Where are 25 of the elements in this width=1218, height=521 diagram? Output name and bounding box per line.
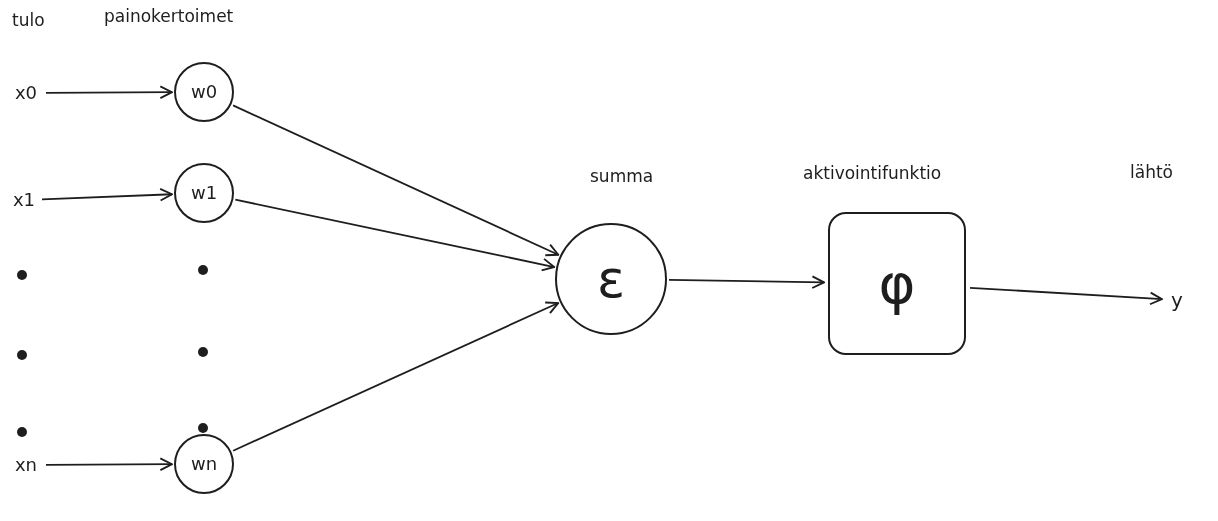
variable-label: xn [10, 452, 42, 478]
node-symbol: w0 [190, 83, 218, 101]
node-circle [174, 62, 234, 122]
arrow [45, 85, 173, 99]
arrow [232, 301, 560, 452]
variable-label: x0 [10, 80, 42, 106]
heading-label: tulo [12, 10, 45, 31]
arrow [668, 275, 825, 289]
arrow [232, 104, 560, 257]
node-circle [174, 163, 234, 223]
function-box [828, 212, 966, 355]
heading-label: lähtö [1130, 162, 1173, 183]
variable-label: x1 [10, 187, 38, 213]
heading-label: painokertoimet [104, 6, 234, 27]
node-symbol: w1 [190, 184, 218, 202]
node-circle [174, 434, 234, 494]
arrow [45, 457, 173, 471]
heading-label: aktivointifunktio [803, 163, 942, 184]
heading-label: summa [590, 166, 654, 187]
arrow [969, 286, 1163, 306]
node-symbol: wn [190, 455, 218, 473]
node-symbol: ε [596, 253, 626, 305]
arrow [234, 198, 556, 272]
arrow [41, 187, 173, 202]
variable-label: y [1166, 286, 1188, 314]
